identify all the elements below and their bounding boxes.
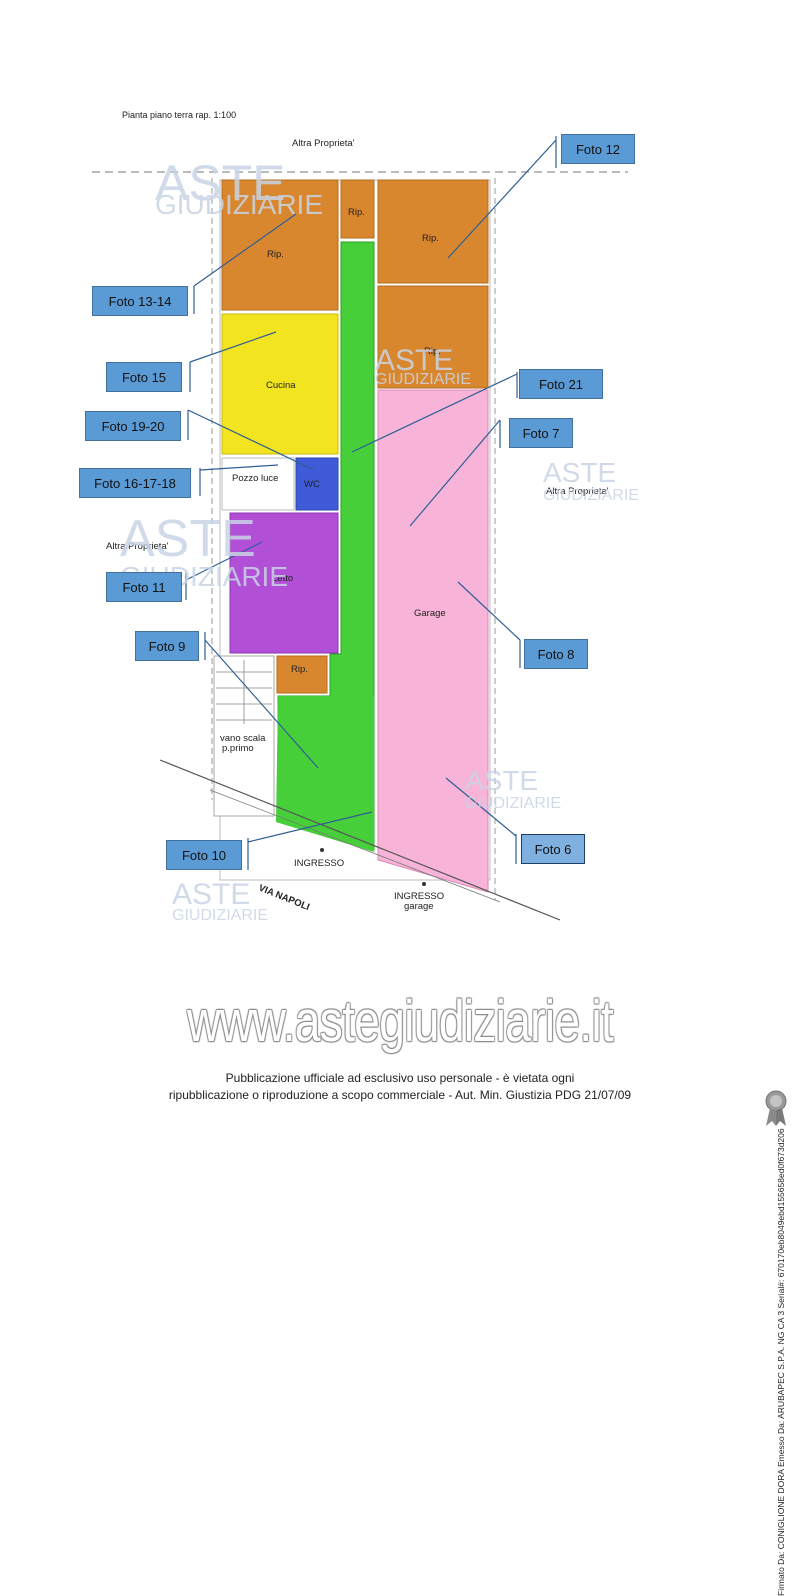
- room-rip-top-small: [340, 179, 375, 239]
- callout-foto-6: Foto 6: [521, 834, 585, 864]
- stair-steps: [216, 660, 272, 724]
- wm-aste-1: ASTE: [155, 155, 286, 211]
- label-rip-mid-right: Rip.: [424, 346, 441, 357]
- label-vano-scala-sub: p.primo: [222, 743, 254, 754]
- callout-foto-16-17-18: Foto 16-17-18: [79, 468, 191, 498]
- room-rip-top-left: [221, 179, 339, 311]
- label-garage: Garage: [414, 608, 446, 619]
- wm-giud-6: GIUDIZIARIE: [172, 907, 268, 924]
- callout-foto-12: Foto 12: [561, 134, 635, 164]
- wm-giud-1: GIUDIZIARIE: [155, 189, 323, 220]
- seal-icon: [765, 1090, 787, 1126]
- label-rip-top-left: Rip.: [267, 249, 284, 260]
- label-neighbor-right: Altra Proprieta': [546, 486, 609, 497]
- street-line: [159, 759, 561, 921]
- floor-plan: Rip. Rip. Rip. Rip. Cucina Pozzo luce WC…: [92, 136, 639, 924]
- callout-foto-21: Foto 21: [519, 369, 603, 399]
- callout-foto-15: Foto 15: [106, 362, 182, 392]
- label-neighbor-top: Altra Proprieta': [292, 138, 355, 149]
- label-pozzo-luce: Pozzo luce: [232, 473, 278, 484]
- callout-foto-8: Foto 8: [524, 639, 588, 669]
- room-wc: [295, 457, 339, 511]
- garage-entrance-marker: [422, 882, 426, 886]
- wm-giud-3: GIUDIZIARIE: [543, 487, 639, 504]
- street-line-inner: [209, 789, 501, 903]
- wm-aste-5: ASTE: [465, 765, 538, 796]
- callout-foto-13-14: Foto 13-14: [92, 286, 188, 316]
- label-rip-top-small: Rip.: [348, 207, 365, 218]
- room-rip-small-bottom: [276, 655, 328, 694]
- wm-aste-6: ASTE: [172, 878, 250, 911]
- label-rip-top-right: Rip.: [422, 233, 439, 244]
- room-letto: [229, 512, 339, 654]
- label-cucina: Cucina: [266, 380, 296, 391]
- wm-aste-3: ASTE: [543, 457, 616, 488]
- watermark-url: www.astegiudiziarie.it: [187, 989, 614, 1054]
- callout-foto-11: Foto 11: [106, 572, 182, 602]
- entrance-marker: [320, 848, 324, 852]
- label-vano-scala: vano scala: [220, 733, 266, 744]
- plan-title: Pianta piano terra rap. 1:100: [122, 110, 237, 120]
- label-wc: WC: [304, 479, 320, 490]
- callout-foto-9: Foto 9: [135, 631, 199, 661]
- room-rip-top-right: [377, 179, 489, 284]
- label-rip-small-bottom: Rip.: [291, 664, 308, 675]
- footer-line-1: Pubblicazione ufficiale ad esclusivo uso…: [225, 1071, 575, 1085]
- callout-leaders: [185, 136, 557, 870]
- wm-giud-2: GIUDIZIARIE: [375, 371, 471, 388]
- callout-foto-10: Foto 10: [166, 840, 242, 870]
- wm-aste-4: ASTE: [120, 510, 256, 568]
- label-neighbor-left: Altra Proprieta': [106, 541, 169, 552]
- room-garage: [377, 389, 489, 893]
- room-rip-mid-right: [377, 285, 489, 389]
- label-letto: Letto: [272, 573, 293, 584]
- digital-signature: Firmato Da: CONIGLIONE DORA Emesso Da: A…: [776, 1128, 786, 1596]
- room-corridor-entry: [276, 696, 374, 852]
- wm-aste-2: ASTE: [375, 344, 453, 377]
- callout-foto-7: Foto 7: [509, 418, 573, 448]
- footer-disclaimer: Pubblicazione ufficiale ad esclusivo uso…: [100, 1070, 700, 1104]
- wm-giud-5: GIUDIZIARIE: [465, 795, 561, 812]
- footer-line-2: ripubblicazione o riproduzione a scopo c…: [168, 1088, 632, 1102]
- label-entrance-garage: INGRESSO: [394, 891, 444, 902]
- label-entrance: INGRESSO: [294, 858, 344, 869]
- label-entrance-garage-sub: garage: [404, 901, 434, 912]
- room-cucina: [221, 313, 339, 455]
- callout-foto-19-20: Foto 19-20: [85, 411, 181, 441]
